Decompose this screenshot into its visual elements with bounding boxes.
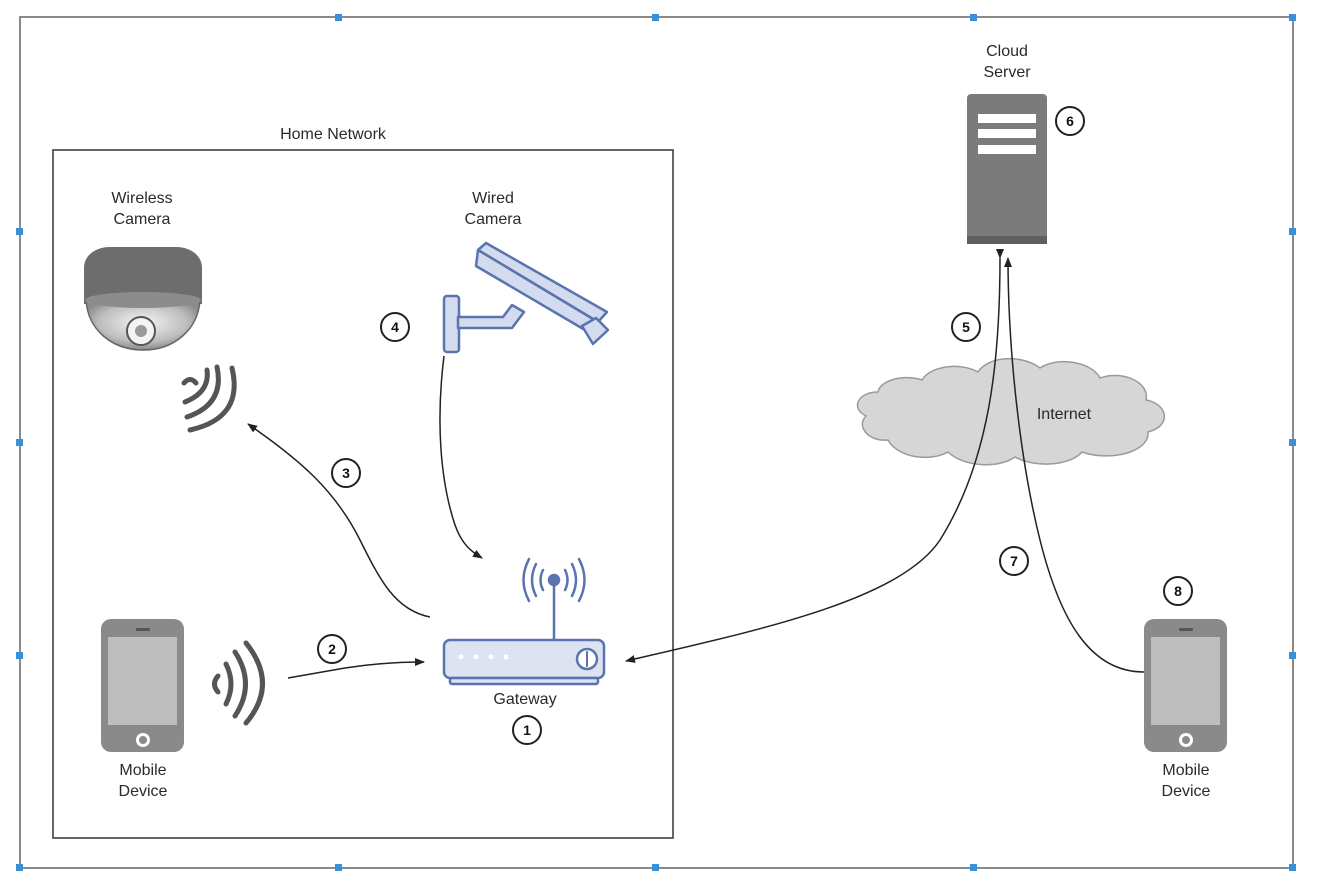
connector-mobile-to-cloud	[1004, 257, 1145, 673]
dome-camera-icon	[84, 247, 202, 351]
internet-label: Internet	[1036, 406, 1092, 423]
step-marker-8: 8	[1163, 576, 1193, 606]
step-marker-5: 5	[951, 312, 981, 342]
connector-mobile-to-gateway	[287, 658, 425, 679]
cloud-icon	[856, 357, 1166, 466]
server-icon	[967, 94, 1047, 244]
step-marker-3: 3	[331, 458, 361, 488]
step-marker-6: 6	[1055, 106, 1085, 136]
home-network-label: Home Network	[280, 126, 386, 143]
smartphone-icon	[101, 619, 184, 752]
canvas-frame	[16, 14, 1296, 871]
connectors	[247, 248, 1145, 679]
step-marker-1: 1	[512, 715, 542, 745]
step-marker-2: 2	[317, 634, 347, 664]
bullet-camera-icon	[442, 241, 610, 354]
mobile-device-left-label: Mobile Device	[118, 762, 168, 800]
wired-camera-label: Wired Camera	[464, 190, 522, 228]
canvas-handles	[16, 14, 1296, 871]
smartphone-icon	[1144, 619, 1227, 752]
connector-gateway-to-wireless-camera	[247, 423, 431, 618]
wireless-camera-label: Wireless Camera	[111, 190, 173, 228]
router-icon	[442, 557, 606, 686]
connector-wired-camera-to-gateway	[439, 355, 483, 559]
step-marker-4: 4	[380, 312, 410, 342]
connector-gateway-to-cloud	[625, 248, 1005, 663]
mobile-device-right-label: Mobile Device	[1161, 762, 1211, 800]
wifi-signal-icon	[181, 364, 237, 433]
gateway-label: Gateway	[493, 691, 557, 708]
wifi-signal-icon	[212, 640, 265, 726]
step-marker-7: 7	[999, 546, 1029, 576]
cloud-server-label: Cloud Server	[983, 43, 1031, 81]
